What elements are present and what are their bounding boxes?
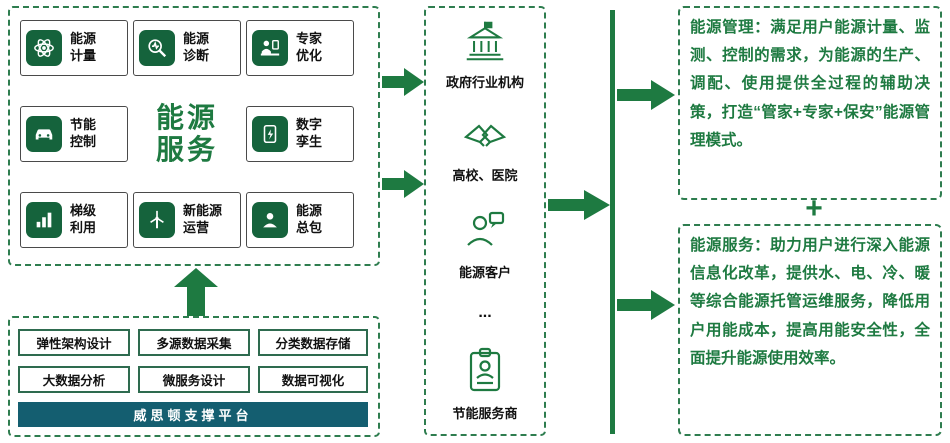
energy-services-title: 能源服务 bbox=[155, 102, 218, 166]
energy-saving-control-icon bbox=[26, 116, 62, 152]
energy-management-body: 满足用户能源计量、监测、控制的需求，为能源的生产、调配、使用提供全过程的辅助决策… bbox=[690, 19, 930, 149]
arrow-right-icon bbox=[617, 80, 675, 110]
service-item-digital-twin: 数字孪生 bbox=[246, 106, 354, 162]
customer-service-provider: 节能服务商 bbox=[452, 345, 518, 422]
customer-label: 节能服务商 bbox=[452, 406, 518, 421]
vertical-connector-line bbox=[610, 10, 615, 434]
service-item-label: 能源诊断 bbox=[183, 31, 210, 63]
digital-twin-icon bbox=[252, 116, 288, 152]
energy-epc-icon bbox=[252, 202, 288, 238]
service-item-label: 梯级利用 bbox=[70, 203, 97, 235]
service-item-control: 节能控制 bbox=[20, 106, 128, 162]
cascade-utilization-icon bbox=[26, 202, 62, 238]
customer-label: 能源客户 bbox=[458, 265, 511, 280]
customer-energy-client: 能源客户 bbox=[459, 208, 511, 281]
service-item-epc: 能源总包 bbox=[246, 192, 354, 248]
new-energy-operation-icon bbox=[139, 202, 175, 238]
arrow-up-icon bbox=[174, 268, 218, 316]
arrow-right-icon bbox=[382, 68, 424, 96]
service-item-expert: 专家优化 bbox=[246, 20, 354, 76]
service-item-metering: 能源计量 bbox=[20, 20, 128, 76]
service-item-cascade: 梯级利用 bbox=[20, 192, 128, 248]
plus-sign: + bbox=[805, 192, 823, 225]
platform-capability: 微服务设计 bbox=[138, 366, 250, 393]
energy-diagnosis-icon bbox=[139, 30, 175, 66]
energy-service-body: 助力用户进行深入能源信息化改革，提供水、电、冷、暖等综合能源托管运维服务，降低用… bbox=[690, 237, 930, 367]
service-item-new-energy: 新能源运营 bbox=[133, 192, 241, 248]
id-badge-icon bbox=[465, 345, 505, 398]
service-item-label: 专家优化 bbox=[296, 31, 323, 63]
more-customers-ellipsis: ... bbox=[478, 304, 492, 321]
customer-government: 政府行业机构 bbox=[446, 20, 524, 91]
platform-capability: 大数据分析 bbox=[18, 366, 130, 393]
platform-capability: 多源数据采集 bbox=[138, 329, 250, 356]
platform-name-bar: 威思顿支撑平台 bbox=[18, 402, 368, 427]
service-item-label: 能源总包 bbox=[296, 203, 323, 235]
customer-person-icon bbox=[463, 208, 507, 257]
government-building-icon bbox=[462, 20, 508, 67]
platform-capability: 弹性架构设计 bbox=[18, 329, 130, 356]
platform-capability: 数据可视化 bbox=[258, 366, 368, 393]
energy-metering-icon bbox=[26, 30, 62, 66]
arrow-right-icon bbox=[548, 190, 610, 220]
service-item-label: 能源计量 bbox=[70, 31, 97, 63]
energy-service-box: 能源服务：助力用户进行深入能源信息化改革，提供水、电、冷、暖等综合能源托管运维服… bbox=[678, 224, 942, 436]
customer-education: 高校、医院 bbox=[452, 115, 518, 184]
service-item-label: 数字孪生 bbox=[296, 117, 323, 149]
expert-optimization-icon bbox=[252, 30, 288, 66]
energy-management-box: 能源管理：满足用户能源计量、监测、控制的需求，为能源的生产、调配、使用提供全过程… bbox=[678, 6, 942, 200]
service-item-label: 新能源运营 bbox=[183, 203, 223, 235]
service-item-label: 节能控制 bbox=[70, 117, 97, 149]
platform-capability: 分类数据存储 bbox=[258, 329, 368, 356]
arrow-right-icon bbox=[382, 170, 424, 198]
customers-list: 政府行业机构 高校、医院 能源客户 bbox=[424, 6, 546, 436]
energy-service-title: 能源服务： bbox=[690, 237, 771, 254]
handshake-icon bbox=[461, 115, 509, 160]
arrow-right-icon bbox=[617, 290, 675, 320]
service-item-diagnosis: 能源诊断 bbox=[133, 20, 241, 76]
energy-management-title: 能源管理： bbox=[690, 19, 771, 36]
customer-label: 高校、医院 bbox=[452, 168, 518, 183]
customer-label: 政府行业机构 bbox=[445, 75, 524, 90]
